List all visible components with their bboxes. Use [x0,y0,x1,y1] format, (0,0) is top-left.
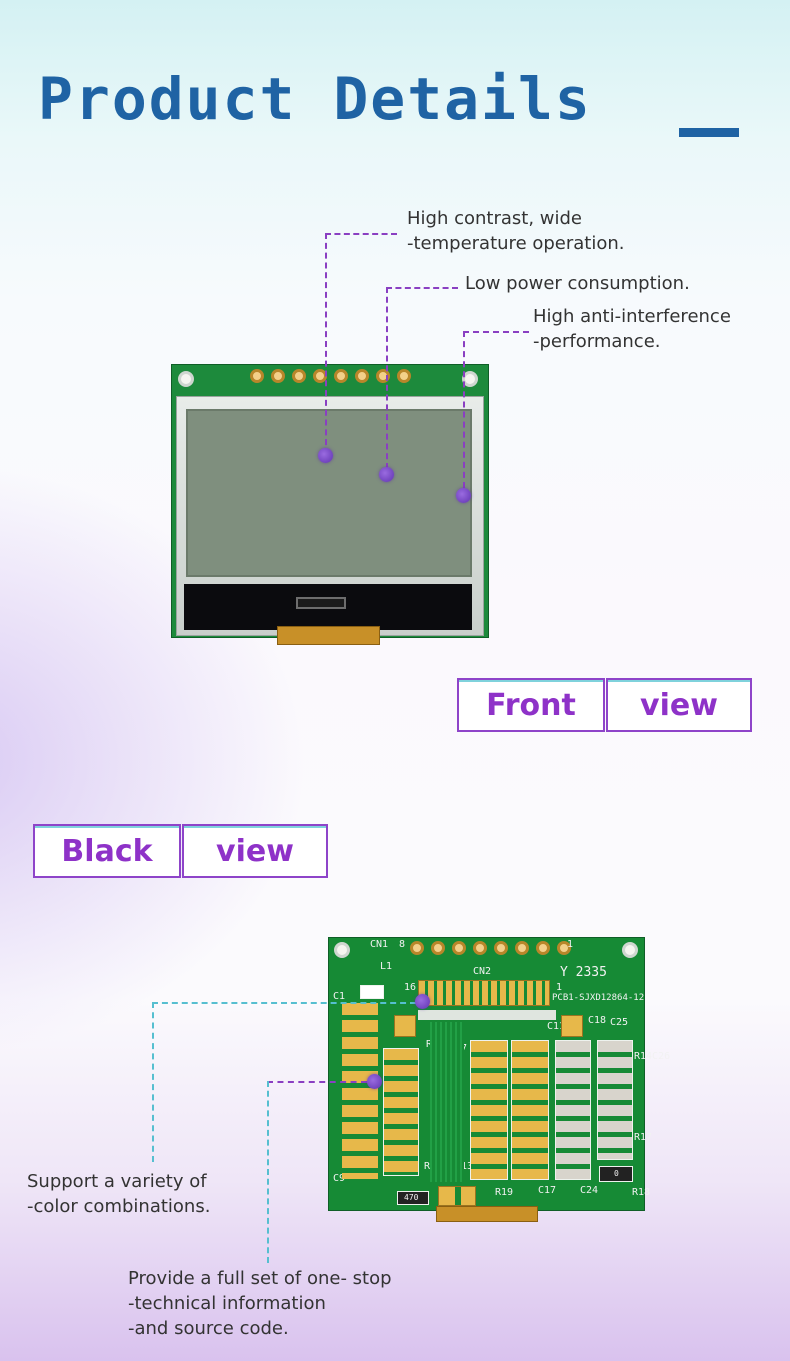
pin-pad [271,369,285,383]
callout-line [267,1081,269,1263]
page-title: Product Details [38,65,592,133]
pin-pad [536,941,550,955]
resistor-470: 470 [397,1191,429,1205]
silk-year: Y 2335 [560,965,607,980]
pin-pad [515,941,529,955]
pin-pad [431,941,445,955]
smd-column [597,1040,633,1160]
lcd-screen [186,409,472,577]
front-view-text: view [640,687,718,723]
pin-pad [292,369,306,383]
silk-r7: R7 [455,1043,468,1054]
silk-pin8: 8 [399,939,406,950]
silk-c25: C25 [610,1017,629,1028]
mount-hole [334,942,350,958]
callout-line [325,233,327,455]
callout-dot [379,467,394,482]
front-label-text: Front [486,687,576,723]
pin-pad [397,369,411,383]
pin-pad [250,369,264,383]
connector-cn2 [418,980,550,1006]
smd-column [470,1040,508,1180]
flex-cable [277,626,380,645]
silk-r18: R18 [632,1187,651,1198]
front-label-box: Front [457,678,605,732]
silk-c24: C24 [580,1185,599,1196]
silk-c9: C9 [333,1173,346,1184]
front-view-box: view [606,678,752,732]
silk-c11: C11 [547,1021,566,1032]
trace-bundle [430,1022,464,1182]
pin-pad [334,369,348,383]
callout-line [386,287,458,289]
pin-pad [355,369,369,383]
callout-line [152,1002,154,1162]
inductor-l1 [360,985,384,999]
lcd-slot [296,597,346,609]
silk-c17: C17 [538,1185,557,1196]
silk-c1: C1 [333,991,346,1002]
callout-line [152,1002,416,1004]
connector-strip [418,1010,556,1020]
smd-column [383,1048,419,1176]
silk-470: 470 [404,1193,419,1202]
silk-c18: C18 [588,1015,607,1026]
pin-pad [452,941,466,955]
silk-pin1: 1 [567,939,574,950]
callout-low-power: Low power consumption. [465,273,690,294]
silk-part: PCB1-SJXD12864-12 [552,993,645,1003]
callout-line [267,1081,367,1083]
callout-color-combinations: Support a variety of -color combinations… [27,1171,211,1217]
pad-pair [438,1186,476,1206]
silk-r1c10: R1C10 [426,1039,457,1050]
silk-cn1: CN1 [370,939,389,950]
resistor-r18: 0 [599,1166,633,1182]
back-label-box: Black [33,824,181,878]
callout-line [463,331,529,333]
mount-hole [178,371,194,387]
silk-l1: L1 [380,961,393,972]
callout-technical-info: Provide a full set of one- stop -technic… [128,1268,392,1339]
pin-pad [410,941,424,955]
callout-high-contrast: High contrast, wide -temperature operati… [407,208,625,254]
title-underline [679,128,739,137]
silk-cn2: CN2 [473,966,492,977]
silk-r19: R19 [495,1187,514,1198]
callout-line [386,287,388,469]
callout-line [325,233,397,235]
back-label-text: Black [61,833,153,869]
back-view-text: view [216,833,294,869]
lcd-lower-bar [184,584,472,630]
pad-large [394,1015,416,1037]
silk-pin1b: 1 [556,982,563,993]
pin-pad [473,941,487,955]
silk-r6: R6 [424,1161,437,1172]
silk-r20: R20 [438,1155,457,1166]
front-pcb [171,364,489,638]
callout-dot [456,488,471,503]
silk-0: 0 [614,1169,619,1178]
pad-large [561,1015,583,1037]
pin-pad [557,941,571,955]
silk-pin16: 16 [404,982,417,993]
silk-r13: R13 [455,1161,474,1172]
callout-anti-interference: High anti-interference -performance. [533,306,731,352]
callout-dot [367,1074,382,1089]
back-view-box: view [182,824,328,878]
flex-cable [436,1206,538,1222]
silk-r17: R17 [634,1132,653,1143]
callout-dot [318,448,333,463]
pin-pad [494,941,508,955]
callout-line [463,331,465,488]
smd-column [342,1003,378,1179]
smd-column [555,1040,591,1180]
mount-hole [622,942,638,958]
silk-r14c26: R14C26 [634,1051,671,1062]
lcd-bezel [176,396,484,636]
smd-column [511,1040,549,1180]
callout-dot [415,994,430,1009]
